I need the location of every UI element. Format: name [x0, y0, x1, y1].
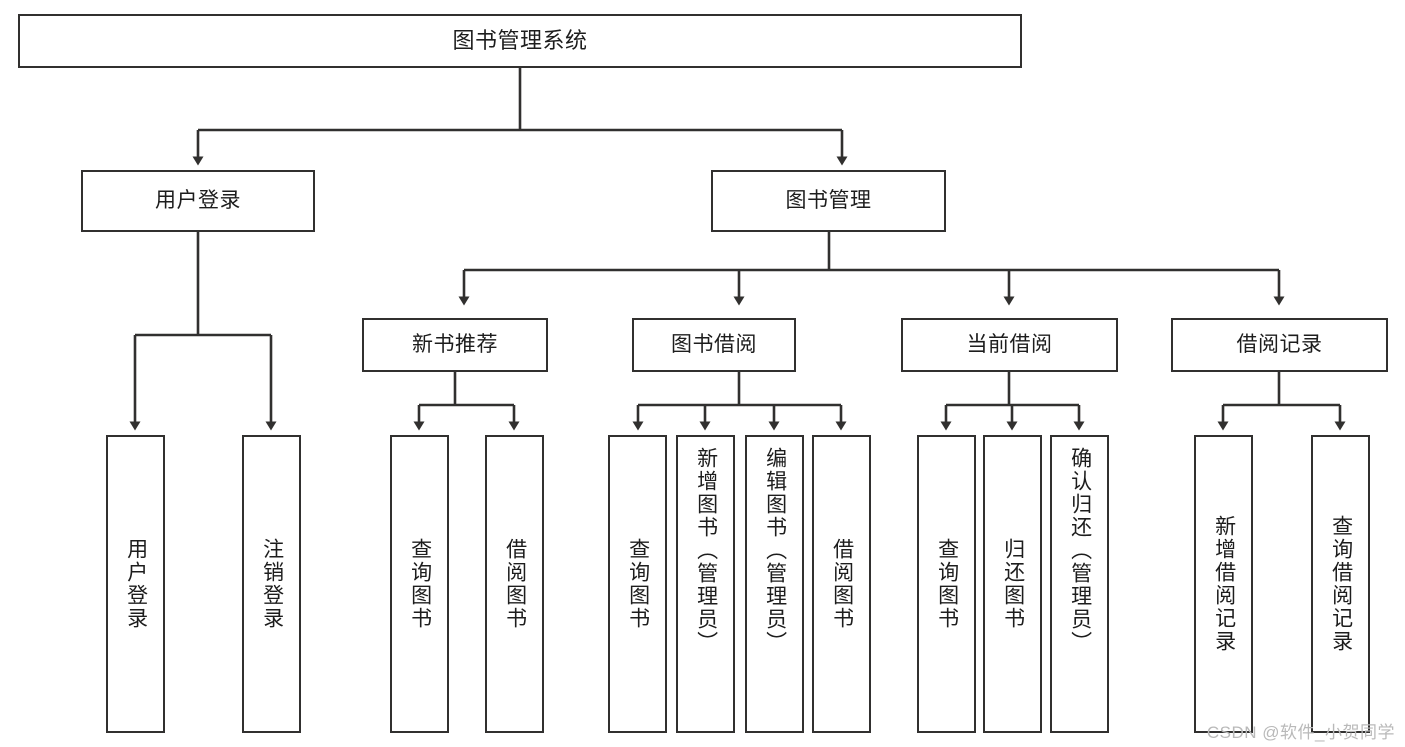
node-current-borrow-label: 当前借阅 [966, 332, 1053, 356]
node-leaf-query-borrow-record-label: 查询借阅记录 [1329, 515, 1353, 653]
node-current-borrow[interactable]: 当前借阅 [901, 318, 1118, 372]
node-leaf-query-book-2[interactable]: 查询图书 [608, 435, 667, 733]
node-leaf-add-book-admin-label: 新增图书（管理员） [694, 447, 718, 654]
node-borrow-record[interactable]: 借阅记录 [1171, 318, 1388, 372]
node-leaf-user-login-label: 用户登录 [124, 538, 148, 630]
watermark-text: CSDN @软件_小贺同学 [1206, 723, 1395, 742]
node-leaf-logout-login[interactable]: 注销登录 [242, 435, 301, 733]
node-book-borrow[interactable]: 图书借阅 [632, 318, 796, 372]
node-book-management[interactable]: 图书管理 [711, 170, 946, 232]
node-leaf-query-borrow-record[interactable]: 查询借阅记录 [1311, 435, 1370, 733]
node-leaf-query-book-1-label: 查询图书 [408, 538, 432, 630]
node-leaf-edit-book-admin-label: 编辑图书（管理员） [763, 447, 787, 654]
node-leaf-add-book-admin[interactable]: 新增图书（管理员） [676, 435, 735, 733]
node-user-login-label: 用户登录 [155, 188, 241, 212]
node-leaf-borrow-book-2[interactable]: 借阅图书 [812, 435, 871, 733]
node-leaf-query-book-3[interactable]: 查询图书 [917, 435, 976, 733]
node-leaf-borrow-book-1[interactable]: 借阅图书 [485, 435, 544, 733]
node-new-book-recommend-label: 新书推荐 [412, 332, 498, 356]
node-root[interactable]: 图书管理系统 [18, 14, 1022, 68]
node-leaf-logout-login-label: 注销登录 [260, 538, 284, 630]
node-leaf-edit-book-admin[interactable]: 编辑图书（管理员） [745, 435, 804, 733]
node-book-borrow-label: 图书借阅 [671, 332, 757, 356]
node-leaf-user-login[interactable]: 用户登录 [106, 435, 165, 733]
node-root-label: 图书管理系统 [452, 28, 588, 54]
node-leaf-query-book-3-label: 查询图书 [935, 538, 959, 630]
node-leaf-return-book-label: 归还图书 [1001, 538, 1025, 630]
node-leaf-add-borrow-record-label: 新增借阅记录 [1212, 515, 1236, 653]
node-borrow-record-label: 借阅记录 [1236, 332, 1323, 356]
node-leaf-confirm-return-admin-label: 确认归还（管理员） [1068, 447, 1092, 654]
node-leaf-add-borrow-record[interactable]: 新增借阅记录 [1194, 435, 1253, 733]
node-user-login[interactable]: 用户登录 [81, 170, 315, 232]
node-book-management-label: 图书管理 [785, 188, 872, 212]
node-leaf-borrow-book-1-label: 借阅图书 [503, 538, 527, 630]
node-leaf-query-book-2-label: 查询图书 [626, 538, 650, 630]
node-leaf-borrow-book-2-label: 借阅图书 [830, 538, 854, 630]
node-new-book-recommend[interactable]: 新书推荐 [362, 318, 548, 372]
node-leaf-confirm-return-admin[interactable]: 确认归还（管理员） [1050, 435, 1109, 733]
node-leaf-return-book[interactable]: 归还图书 [983, 435, 1042, 733]
node-leaf-query-book-1[interactable]: 查询图书 [390, 435, 449, 733]
